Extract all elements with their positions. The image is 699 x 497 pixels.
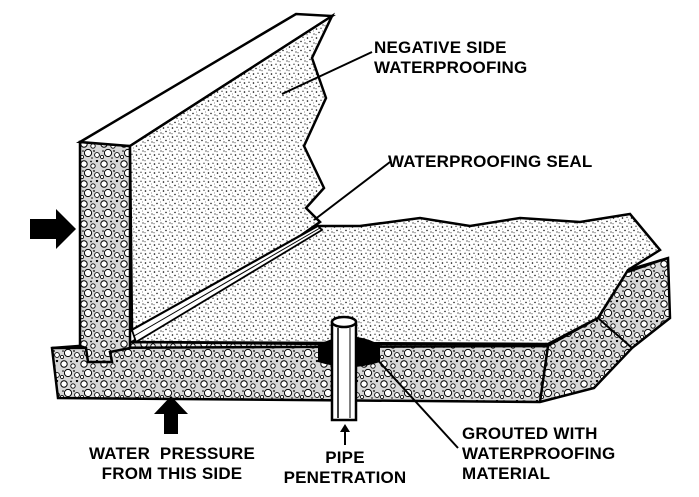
arrow-up-icon	[154, 396, 188, 434]
arrow-right-icon	[30, 209, 76, 249]
label-negative-side-waterproofing: NEGATIVE SIDE WATERPROOFING	[374, 38, 528, 77]
floor-waterproofing-coating	[127, 212, 662, 346]
leader-lines	[281, 51, 459, 449]
label-grouted-with-material: GROUTED WITH WATERPROOFING MATERIAL	[462, 424, 616, 483]
pipe-penetration	[318, 315, 380, 422]
arrow-up-small-icon	[340, 424, 350, 445]
label-pipe-penetration: PIPE PENETRATION	[283, 448, 407, 487]
foundation-wall	[75, 12, 336, 364]
label-water-pressure: WATER PRESSURE FROM THIS SIDE	[88, 444, 256, 483]
label-waterproofing-seal: WATERPROOFING SEAL	[388, 152, 593, 171]
waterproofing-seal	[130, 224, 324, 344]
